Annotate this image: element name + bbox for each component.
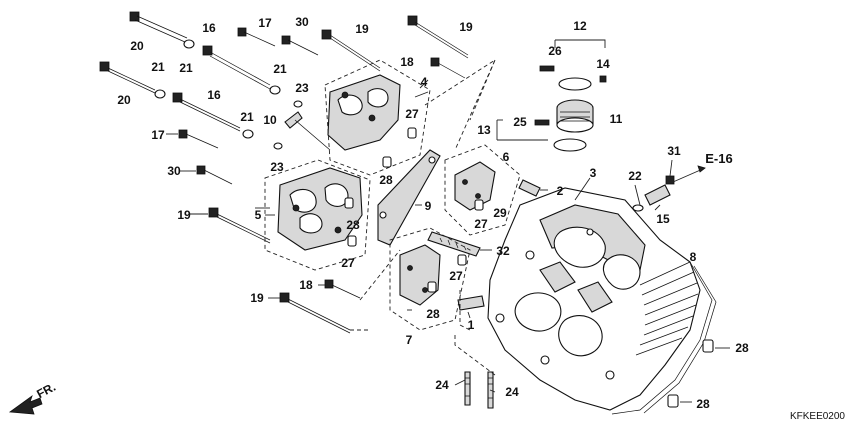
leader-lines (166, 39, 730, 403)
callout-17: 17 (258, 16, 272, 30)
callout-18: 18 (299, 278, 313, 292)
callout-22: 22 (628, 169, 642, 183)
callout-6: 6 (503, 150, 510, 164)
callout-13: 13 (477, 123, 491, 137)
callout-24: 24 (505, 385, 519, 399)
callout-19: 19 (177, 208, 191, 222)
callout-31: 31 (667, 144, 681, 158)
callout-29: 29 (493, 206, 507, 220)
camshaft-holder-lower (277, 167, 363, 251)
joint-assembly (632, 175, 675, 212)
cam-chain-guide (377, 149, 441, 246)
callout-26: 26 (548, 44, 562, 58)
callout-23: 23 (295, 81, 309, 95)
callout-28: 28 (696, 397, 710, 411)
callout-20: 20 (117, 93, 131, 107)
guide-pins (457, 179, 541, 311)
callout-30: 30 (167, 164, 181, 178)
dowel-pins (344, 127, 714, 408)
callout-21: 21 (179, 61, 193, 75)
callout-2: 2 (557, 184, 564, 198)
callout-21: 21 (151, 60, 165, 74)
callout-27: 27 (405, 107, 419, 121)
callout-28: 28 (379, 173, 393, 187)
callout-21: 21 (240, 110, 254, 124)
callout-1: 1 (468, 318, 475, 332)
callout-17: 17 (151, 128, 165, 142)
callout-16: 16 (202, 21, 216, 35)
callout-27: 27 (474, 217, 488, 231)
callout-8: 8 (690, 250, 697, 264)
spark-plug (427, 231, 481, 257)
callout-11: 11 (610, 112, 623, 126)
holder-upper-right (454, 161, 496, 211)
callout-19: 19 (355, 22, 369, 36)
reference-label: E-16 (705, 151, 732, 166)
diagram-code: KFKEE0200 (790, 411, 845, 422)
callout-5: 5 (255, 208, 262, 222)
callout-4: 4 (421, 75, 428, 89)
callout-9: 9 (425, 199, 432, 213)
callout-3: 3 (590, 166, 597, 180)
callout-28: 28 (346, 218, 360, 232)
camshaft-holder-upper (327, 74, 401, 151)
callout-19: 19 (459, 20, 473, 34)
callout-28: 28 (426, 307, 440, 321)
front-direction-arrow-icon (8, 394, 43, 415)
callout-28: 28 (735, 341, 749, 355)
callout-14: 14 (596, 57, 610, 71)
stud-bolts (464, 371, 494, 409)
bolts (99, 11, 469, 334)
cylinder-head (487, 187, 701, 411)
insulator-assembly (534, 65, 607, 152)
callout-19: 19 (250, 291, 264, 305)
front-direction-label: FR. (34, 380, 58, 401)
callout-21: 21 (273, 62, 287, 76)
callout-23: 23 (270, 160, 284, 174)
callout-27: 27 (341, 256, 355, 270)
callout-32: 32 (496, 244, 510, 258)
callout-10: 10 (263, 113, 277, 127)
callout-15: 15 (656, 212, 670, 226)
callout-20: 20 (130, 39, 144, 53)
holder-lower (399, 244, 441, 306)
callout-30: 30 (295, 15, 309, 29)
callout-18: 18 (400, 55, 414, 69)
callout-16: 16 (207, 88, 221, 102)
callout-24: 24 (435, 378, 449, 392)
callout-7: 7 (406, 333, 413, 347)
callout-27: 27 (449, 269, 463, 283)
callout-25: 25 (513, 115, 527, 129)
callout-12: 12 (573, 19, 587, 33)
